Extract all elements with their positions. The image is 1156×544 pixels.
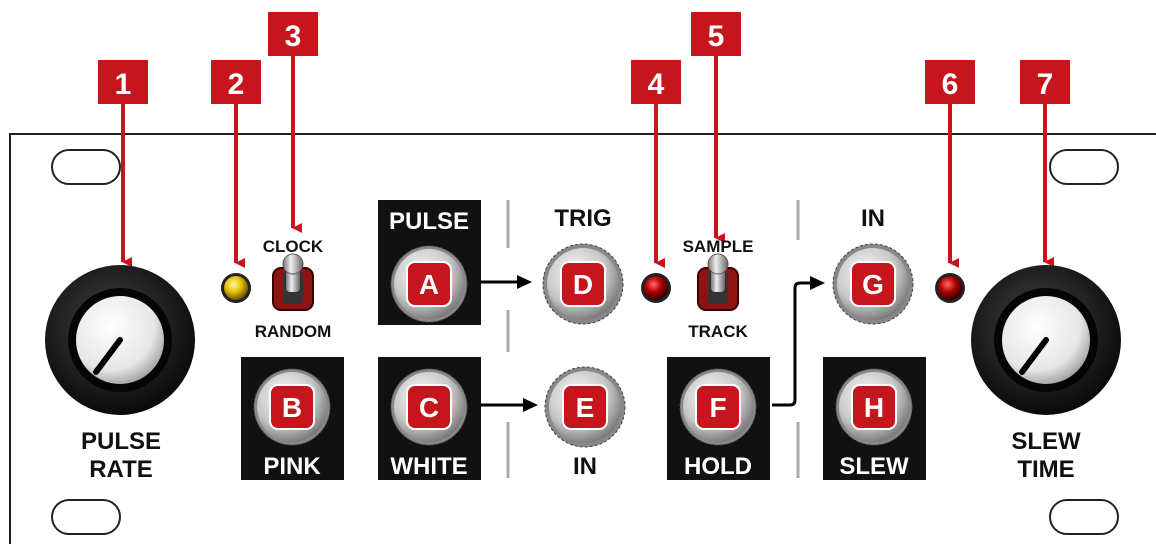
svg-text:A: A [419, 269, 439, 300]
jack-c[interactable]: C [390, 368, 468, 446]
callout-4: 4 [631, 60, 681, 104]
signal-arrows [480, 275, 825, 412]
jack-f-label: HOLD [684, 453, 752, 480]
svg-text:3: 3 [285, 20, 302, 53]
svg-text:2: 2 [228, 68, 245, 101]
callout-1: 1 [98, 60, 148, 104]
mount-slot-top-left [51, 149, 121, 185]
jack-e[interactable]: E [544, 366, 626, 448]
callout-7: 7 [1020, 60, 1070, 104]
svg-text:4: 4 [648, 68, 665, 101]
jack-e-label: IN [573, 453, 597, 480]
pulse-rate-label-2: RATE [89, 456, 153, 483]
svg-text:F: F [709, 392, 726, 423]
pulse-rate-label-1: PULSE [81, 428, 161, 455]
sample-led [641, 273, 671, 303]
svg-text:6: 6 [942, 68, 959, 101]
svg-text:1: 1 [115, 68, 132, 101]
jack-d[interactable]: D [542, 243, 624, 325]
jack-h-label: SLEW [839, 453, 909, 480]
callout-3: 3 [268, 12, 318, 56]
slew-time-label-2: TIME [1017, 456, 1074, 483]
sample-switch-up-label: SAMPLE [683, 237, 754, 256]
jack-b[interactable]: B [253, 368, 331, 446]
clock-led [221, 273, 251, 303]
mount-slot-bottom-right [1049, 499, 1119, 535]
svg-text:B: B [282, 392, 302, 423]
svg-text:5: 5 [708, 20, 725, 53]
svg-text:E: E [576, 392, 595, 423]
svg-text:D: D [573, 269, 593, 300]
jack-c-label: WHITE [390, 453, 467, 480]
callout-5: 5 [691, 12, 741, 56]
jack-b-label: PINK [263, 453, 321, 480]
clock-switch-down-label: RANDOM [255, 322, 332, 341]
jack-g-label: IN [861, 205, 885, 232]
jack-a[interactable]: A [390, 245, 468, 323]
pulse-rate-knob[interactable] [45, 265, 195, 415]
slew-time-knob[interactable] [971, 265, 1121, 415]
section-dividers [506, 200, 800, 478]
svg-text:7: 7 [1037, 68, 1054, 101]
clock-random-switch[interactable] [272, 253, 314, 311]
sample-switch-down-label: TRACK [688, 322, 748, 341]
mount-slot-bottom-left [51, 499, 121, 535]
clock-switch-up-label: CLOCK [263, 237, 324, 256]
callout-arrows [121, 55, 1054, 268]
slew-led [935, 273, 965, 303]
svg-text:H: H [864, 392, 884, 423]
mount-slot-top-right [1049, 149, 1119, 185]
jack-h[interactable]: H [835, 368, 913, 446]
sample-track-switch[interactable] [697, 253, 739, 311]
callout-2: 2 [211, 60, 261, 104]
jack-a-label: PULSE [389, 208, 469, 235]
panel-outline [9, 133, 1156, 544]
svg-text:G: G [862, 269, 884, 300]
slew-time-label-1: SLEW [1011, 428, 1081, 455]
callout-6: 6 [925, 60, 975, 104]
jack-d-label: TRIG [554, 205, 611, 232]
svg-text:C: C [419, 392, 439, 423]
jack-f[interactable]: F [679, 368, 757, 446]
jack-g[interactable]: G [832, 243, 914, 325]
